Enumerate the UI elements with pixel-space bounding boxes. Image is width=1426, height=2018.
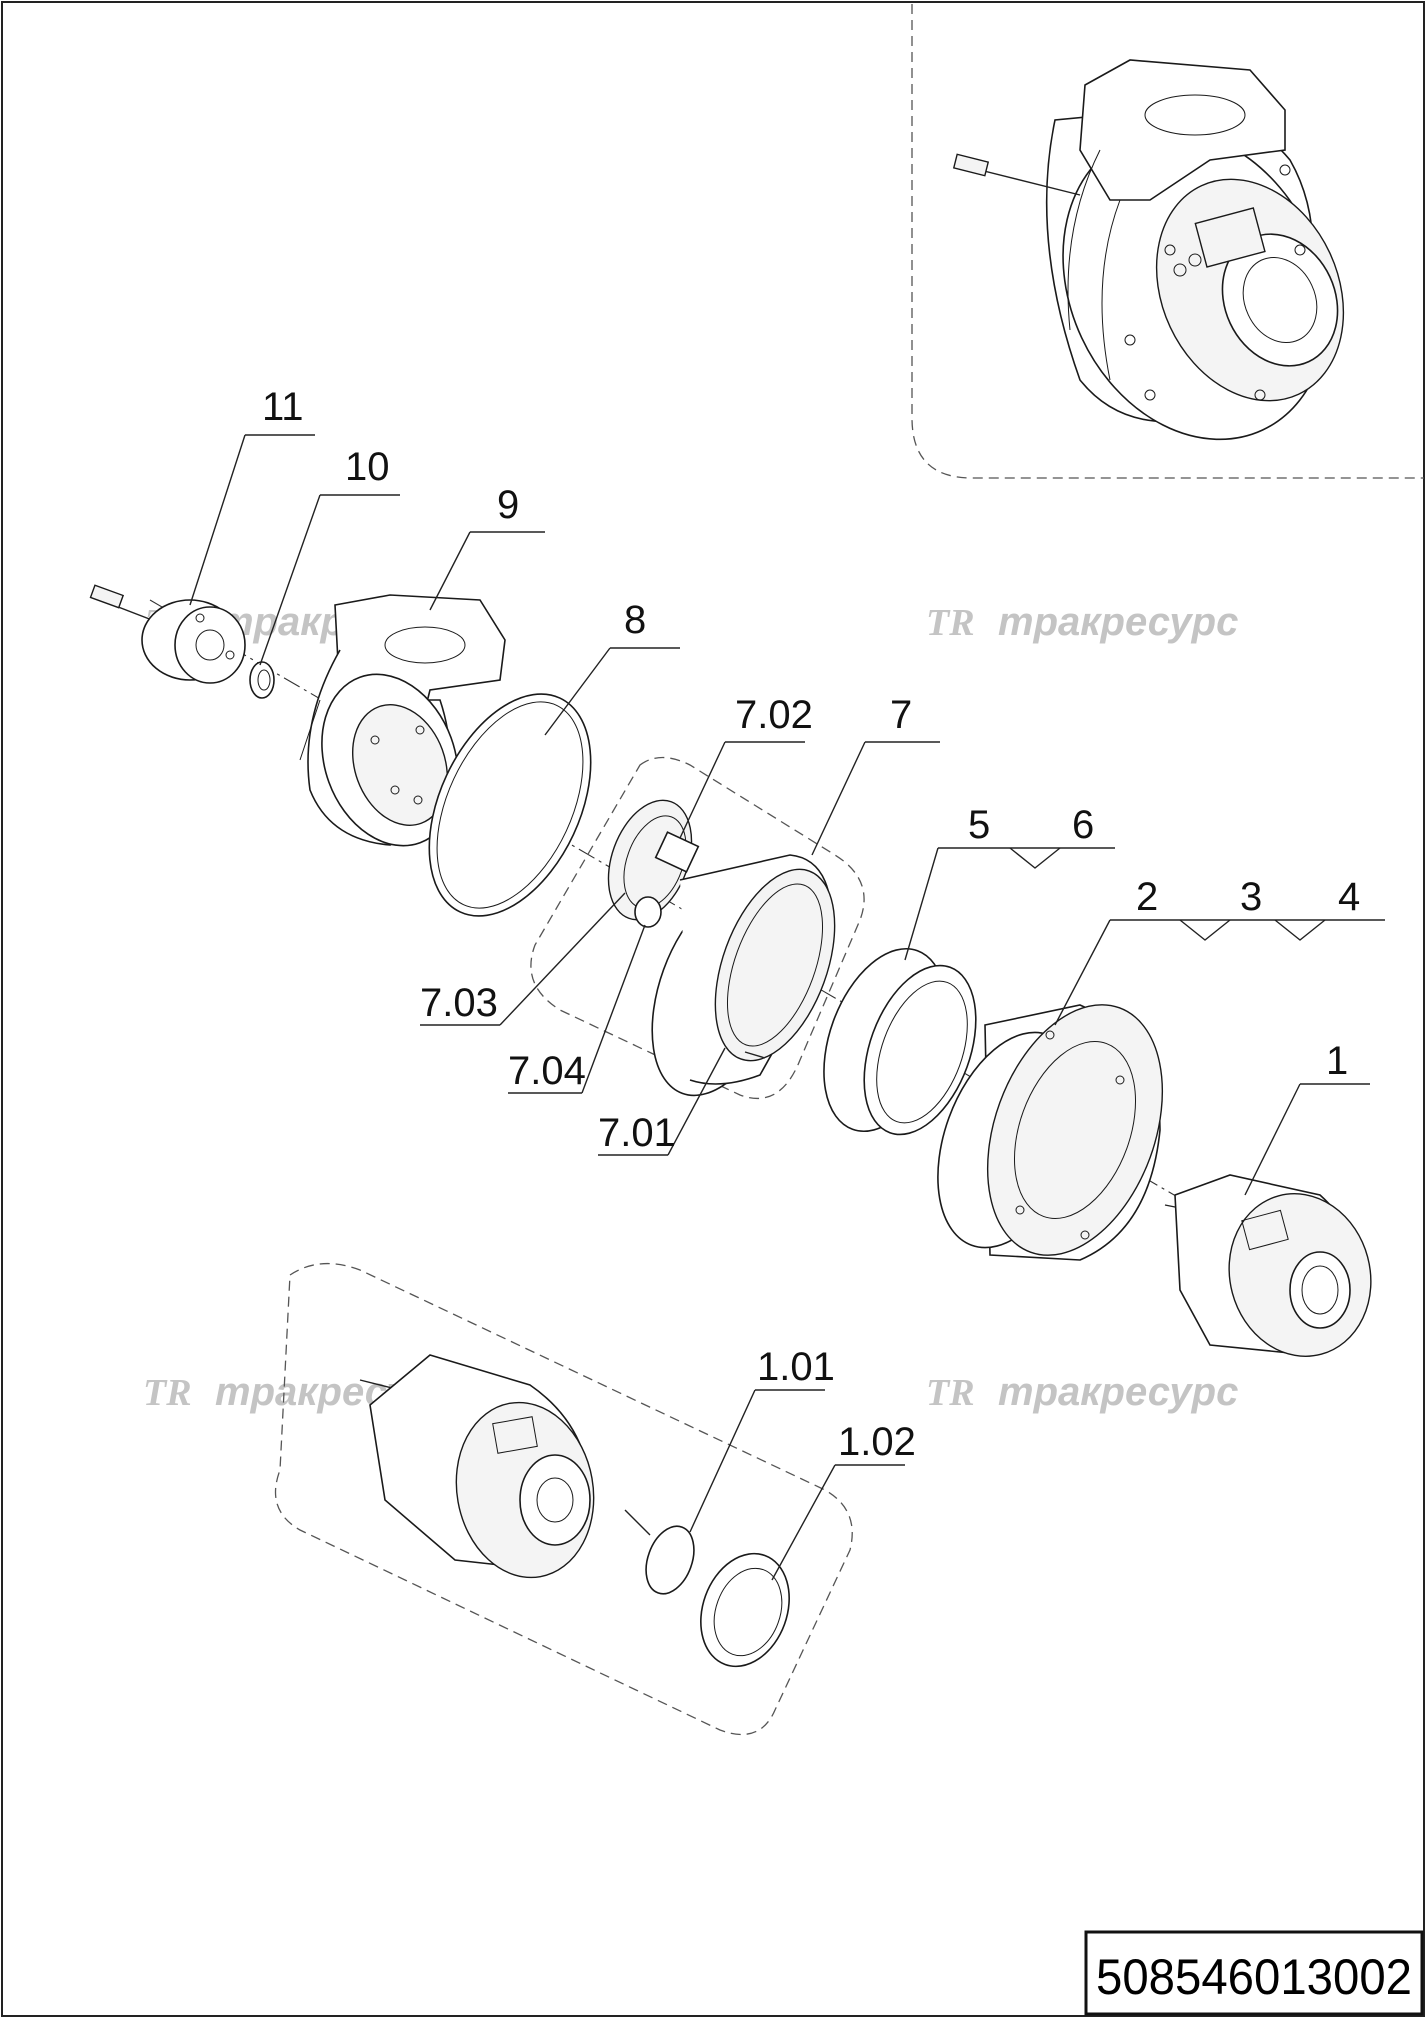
part-5-6-bearing — [823, 947, 977, 1136]
callout-7: 7 — [890, 693, 912, 737]
watermark-logo: TR — [926, 1372, 975, 1414]
watermark-logo: TR — [926, 602, 975, 644]
part-2-hub-drum — [937, 1004, 1164, 1261]
callout-9: 9 — [497, 483, 519, 527]
watermark-logo: TR — [143, 1372, 192, 1414]
watermark-text: тракресурс — [998, 1370, 1238, 1414]
group-1-detail — [274, 1262, 853, 1736]
group-7-planetary — [530, 756, 865, 1100]
callout-8: 8 — [624, 598, 646, 642]
callout-7-03: 7.03 — [420, 981, 498, 1025]
watermark-1: TR тракресурс — [926, 600, 1238, 644]
callout-1-01: 1.01 — [757, 1345, 835, 1389]
leader-lines — [189, 434, 1385, 1581]
callout-3: 3 — [1240, 875, 1262, 919]
callout-7-04: 7.04 — [508, 1049, 586, 1093]
callout-6: 6 — [1072, 803, 1094, 847]
callout-1: 1 — [1326, 1039, 1348, 1083]
callout-1-02: 1.02 — [838, 1420, 916, 1464]
document-number: 508546013002 — [1096, 1949, 1412, 2005]
callout-7-01: 7.01 — [598, 1111, 676, 1155]
part-1-motor — [1164, 1174, 1372, 1357]
part-9-housing — [299, 594, 506, 847]
watermark-3: TR тракресурс — [926, 1370, 1238, 1414]
callout-11: 11 — [262, 385, 304, 429]
part-8-o-ring — [428, 693, 592, 917]
callout-5: 5 — [968, 803, 990, 847]
watermark-text: тракресурс — [998, 600, 1238, 644]
callout-7-02: 7.02 — [735, 693, 813, 737]
document-number-box: 508546013002 — [1084, 1930, 1424, 2016]
part-11-sensor — [89, 584, 246, 684]
callout-2: 2 — [1136, 875, 1158, 919]
part-10-seal — [249, 661, 275, 699]
callout-4: 4 — [1338, 875, 1360, 919]
assembled-view-inset — [911, 4, 1424, 479]
callout-10: 10 — [345, 445, 390, 489]
